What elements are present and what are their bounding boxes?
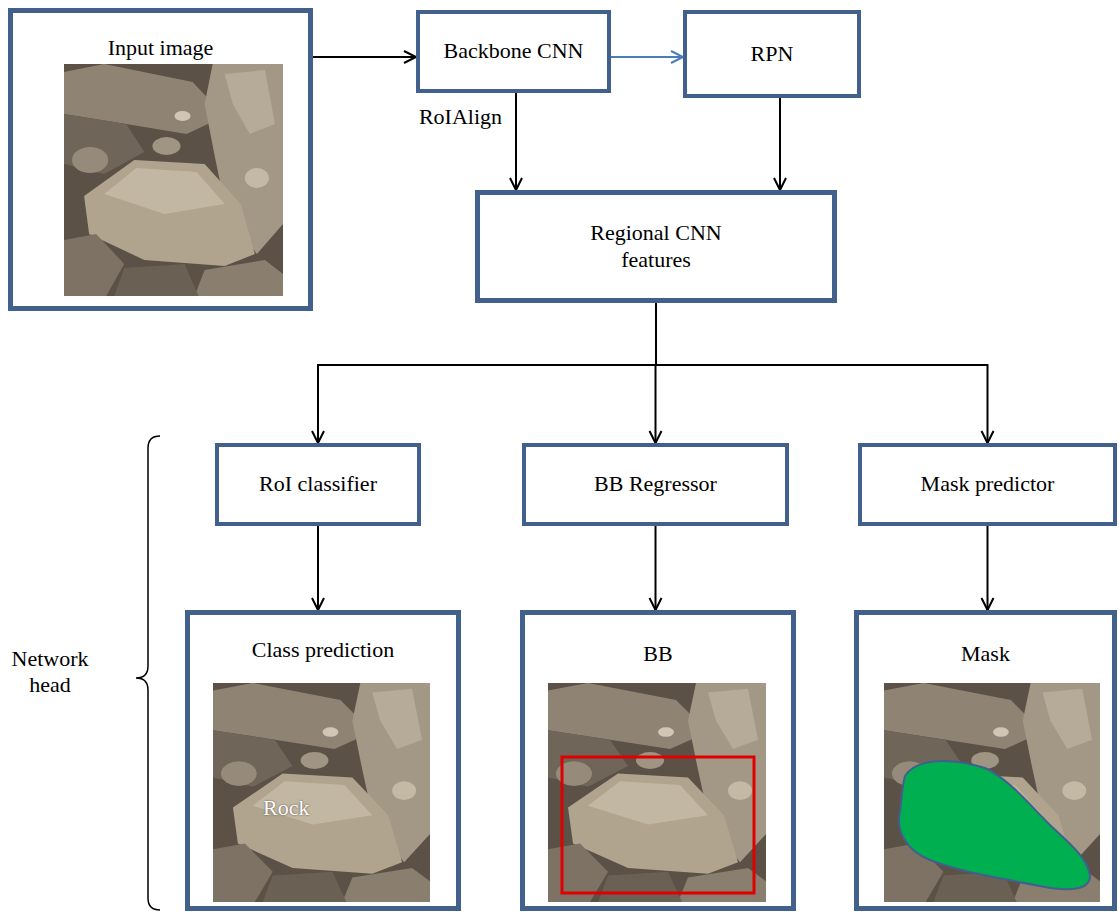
node-label: RoI classifier xyxy=(259,471,377,497)
edge-label: RoIAlign xyxy=(417,104,504,130)
node-label: Class prediction xyxy=(252,637,394,663)
flow-arrow xyxy=(317,526,319,610)
class-label: Rock xyxy=(263,795,309,821)
process-box: RPN xyxy=(683,10,861,98)
flow-arrow xyxy=(313,56,416,58)
bracket-label: Network head xyxy=(4,646,96,699)
image-panel: Mask xyxy=(854,610,1117,911)
process-box: Mask predictor xyxy=(858,443,1117,526)
node-label: BB xyxy=(643,641,672,667)
rock-photo xyxy=(884,683,1100,902)
rock-photo xyxy=(548,683,766,902)
node-label: Input image xyxy=(108,35,214,61)
mask-shape xyxy=(899,761,1090,889)
node-label: Mask xyxy=(961,641,1010,667)
flow-arrow xyxy=(318,303,656,443)
flow-arrow xyxy=(515,93,517,190)
process-box: Regional CNN features xyxy=(475,190,837,303)
image-panel: Input image xyxy=(8,8,313,311)
flow-arrow xyxy=(656,303,988,443)
image-panel: Class predictionRock xyxy=(185,610,461,911)
flow-arrow xyxy=(779,98,781,190)
bracket xyxy=(136,436,160,910)
node-label: RPN xyxy=(751,41,794,67)
rock-photo xyxy=(64,64,283,296)
process-box: BB Regressor xyxy=(522,443,789,526)
process-box: Backbone CNN xyxy=(416,10,611,93)
bounding-box xyxy=(562,757,754,893)
rock-photo xyxy=(213,683,430,902)
node-label: Backbone CNN xyxy=(444,38,584,64)
process-box: RoI classifier xyxy=(215,443,421,526)
flow-arrow xyxy=(611,56,683,58)
node-label: Regional CNN features xyxy=(571,220,741,273)
flow-arrow xyxy=(987,526,989,610)
node-label: Mask predictor xyxy=(921,471,1055,497)
image-panel: BB xyxy=(520,610,796,911)
flow-arrow xyxy=(655,526,657,610)
node-label: BB Regressor xyxy=(594,471,717,497)
